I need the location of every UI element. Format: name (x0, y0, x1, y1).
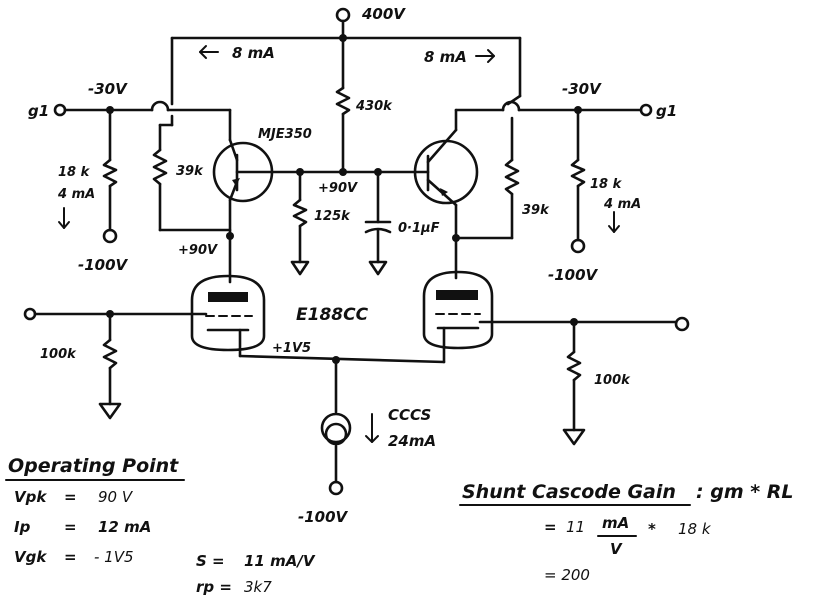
rp-param-value: 3k7 (244, 578, 272, 596)
right-triode (422, 236, 494, 364)
gain-line2: = 200 (544, 566, 590, 584)
left-g1-label: g1 (28, 102, 49, 120)
op-row-vgk-name: Vgk (14, 548, 47, 566)
mid-90v-label: +90V (318, 181, 358, 196)
left-grid-input (23, 307, 208, 420)
left-r18k-label: 18 k (58, 165, 91, 180)
gain-notes: Shunt Cascode Gain : gm * RL = 11 mA V *… (459, 481, 794, 584)
cathode-network (238, 354, 446, 496)
right-r100k-label: 100k (594, 373, 631, 388)
cap-label: 0·1µF (398, 221, 440, 236)
right-r39k-label: 39k (522, 203, 550, 218)
gain-formula: : gm * RL (696, 481, 794, 503)
left-4ma-label: 4 mA (57, 187, 95, 202)
right-neg100-label: -100V (548, 266, 599, 284)
resistor-430k (335, 36, 351, 176)
left-neg100-label: -100V (78, 256, 129, 274)
right-r18k-label: 18 k (590, 177, 623, 192)
s-param-value: 11 mA/V (244, 552, 316, 570)
right-bias-network (454, 36, 653, 254)
tube-label: E188CC (296, 305, 369, 325)
gain-line1-b: 18 k (678, 520, 712, 538)
op-row-ip-name: Ip (14, 518, 31, 536)
supply-voltage-label: 400V (361, 5, 406, 23)
right-transistor (341, 108, 479, 242)
left-r39k-label: 39k (176, 164, 204, 179)
left-neg100-terminal (102, 228, 118, 244)
r125k-label: 125k (314, 209, 351, 224)
cccs-label: CCCS (388, 406, 431, 424)
bottom-neg100-label: -100V (298, 508, 349, 526)
left-bias-label: -30V (88, 80, 128, 98)
left-current-label: 8 mA (232, 44, 275, 62)
right-g1-terminal (639, 103, 653, 117)
right-4ma-label: 4 mA (603, 197, 641, 212)
r430-label: 430k (355, 99, 393, 114)
op-row-ip-value: 12 mA (98, 518, 151, 536)
op-row-vpk-eq: = (64, 488, 77, 506)
op-row-vgk-value: - 1V5 (94, 548, 134, 566)
gain-line1-den: V (610, 540, 623, 558)
gain-line1-eq: = (544, 518, 557, 536)
right-neg100-terminal (570, 238, 586, 254)
bottom-neg100-terminal (328, 480, 344, 496)
cathode-voltage-label: +1V5 (272, 341, 311, 356)
tube-params: S = 11 mA/V rp = 3k7 (196, 552, 316, 596)
op-row-vpk-value: 90 V (98, 488, 134, 506)
gain-line1-mul: * (648, 520, 656, 538)
gain-line1-num: mA (602, 514, 629, 532)
right-current-label: 8 mA (424, 48, 467, 66)
op-row-vpk-name: Vpk (14, 488, 47, 506)
left-r100k-label: 100k (40, 347, 77, 362)
supply-rail (170, 7, 522, 63)
left-g1-terminal (53, 103, 67, 117)
current-source-symbol (320, 412, 352, 444)
gain-title: Shunt Cascode Gain (462, 481, 676, 503)
op-row-vgk-eq: = (64, 548, 77, 566)
left-triode (190, 234, 266, 358)
supply-terminal (335, 7, 351, 23)
left-bias-network (53, 36, 232, 244)
right-g1-label: g1 (656, 102, 677, 120)
cccs-current-label: 24mA (388, 432, 436, 450)
operating-point-notes: Operating Point Vpk = 90 V Ip = 12 mA Vg… (5, 455, 185, 566)
op-row-ip-eq: = (64, 518, 77, 536)
left-90v-label: +90V (178, 243, 218, 258)
rp-param-name: rp = (196, 578, 232, 596)
operating-point-title: Operating Point (8, 455, 179, 477)
right-grid-input (478, 316, 690, 446)
right-bias-label: -30V (562, 80, 602, 98)
s-param-name: S = (196, 552, 225, 570)
transistor-label: MJE350 (258, 127, 312, 142)
gain-line1-a: 11 (566, 518, 585, 536)
ground-symbol (290, 260, 310, 276)
